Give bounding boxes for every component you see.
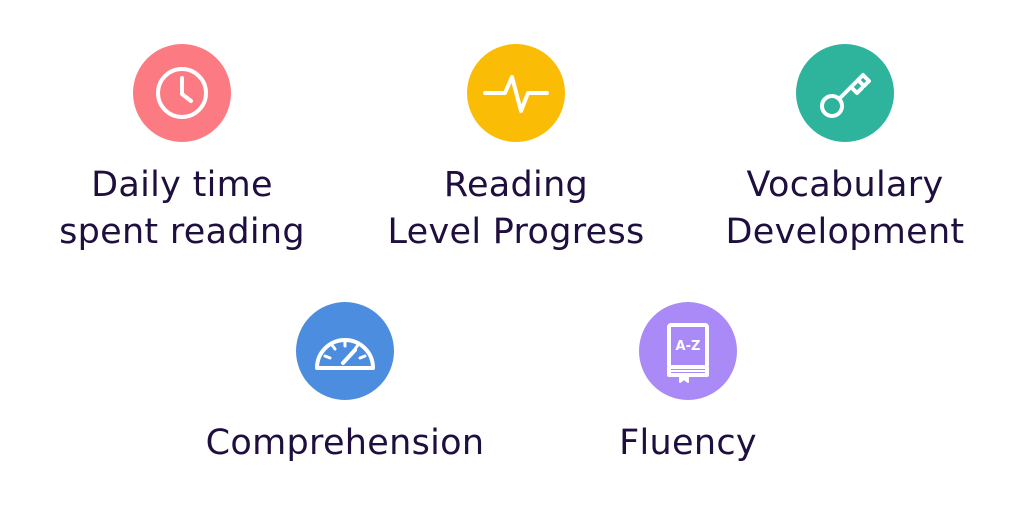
clock-icon: [156, 67, 208, 119]
a-z-book-icon-text: A-Z: [676, 339, 701, 354]
vocabulary-icon-circle: [796, 44, 894, 142]
daily-time-label-line-1: Daily time: [91, 165, 273, 205]
daily-time-label: Daily time spent reading: [59, 162, 305, 256]
key-icon: [820, 73, 871, 118]
metric-reading-level: Reading Level Progress: [346, 44, 686, 256]
a-z-book-icon: A-Z: [667, 323, 709, 383]
metric-fluency: A-Z Fluency: [518, 302, 858, 467]
fluency-label-line-1: Fluency: [619, 423, 757, 463]
metric-vocabulary: Vocabulary Development: [675, 44, 1015, 256]
daily-time-icon-circle: [133, 44, 231, 142]
vocabulary-label: Vocabulary Development: [726, 162, 965, 256]
metric-daily-time: Daily time spent reading: [12, 44, 352, 256]
speedometer-icon: [315, 338, 375, 370]
comprehension-icon-circle: [296, 302, 394, 400]
pulse-icon: [483, 75, 549, 113]
comprehension-label: Comprehension: [206, 420, 485, 467]
fluency-icon-circle: A-Z: [639, 302, 737, 400]
comprehension-label-line-1: Comprehension: [205, 423, 485, 463]
reading-level-label: Reading Level Progress: [387, 162, 644, 256]
reading-level-label-line-2: Level Progress: [387, 212, 645, 252]
reading-level-label-line-1: Reading: [443, 165, 589, 205]
reading-level-icon-circle: [467, 44, 565, 142]
vocabulary-label-line-1: Vocabulary: [746, 165, 944, 205]
vocabulary-label-line-2: Development: [725, 212, 965, 252]
daily-time-label-line-2: spent reading: [59, 212, 305, 252]
fluency-label: Fluency: [619, 420, 757, 467]
metric-comprehension: Comprehension: [175, 302, 515, 467]
